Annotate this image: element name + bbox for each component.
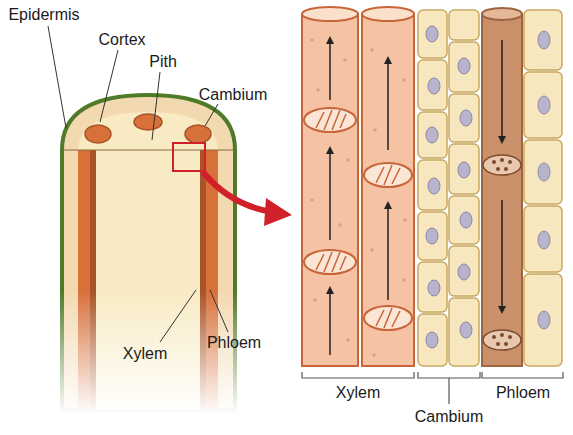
xylem-vessels bbox=[302, 7, 414, 366]
part-label: Xylem bbox=[123, 345, 167, 363]
phloem-tubes bbox=[482, 8, 562, 366]
part-label: Pith bbox=[149, 53, 177, 71]
zoom-arrow bbox=[203, 172, 292, 226]
part-label: Xylem bbox=[336, 384, 380, 402]
part-label: Cambium bbox=[199, 86, 267, 104]
part-label: Phloem bbox=[496, 384, 550, 402]
brackets bbox=[302, 372, 563, 404]
part-label: Phloem bbox=[207, 334, 261, 352]
stem-section bbox=[55, 95, 245, 415]
part-label: Cambium bbox=[415, 408, 483, 426]
part-label: Cortex bbox=[98, 31, 145, 49]
part-label: Epidermis bbox=[8, 6, 79, 24]
cell-nuclei bbox=[426, 26, 472, 348]
leader-lines bbox=[48, 26, 228, 342]
cambium-cells bbox=[418, 10, 479, 366]
